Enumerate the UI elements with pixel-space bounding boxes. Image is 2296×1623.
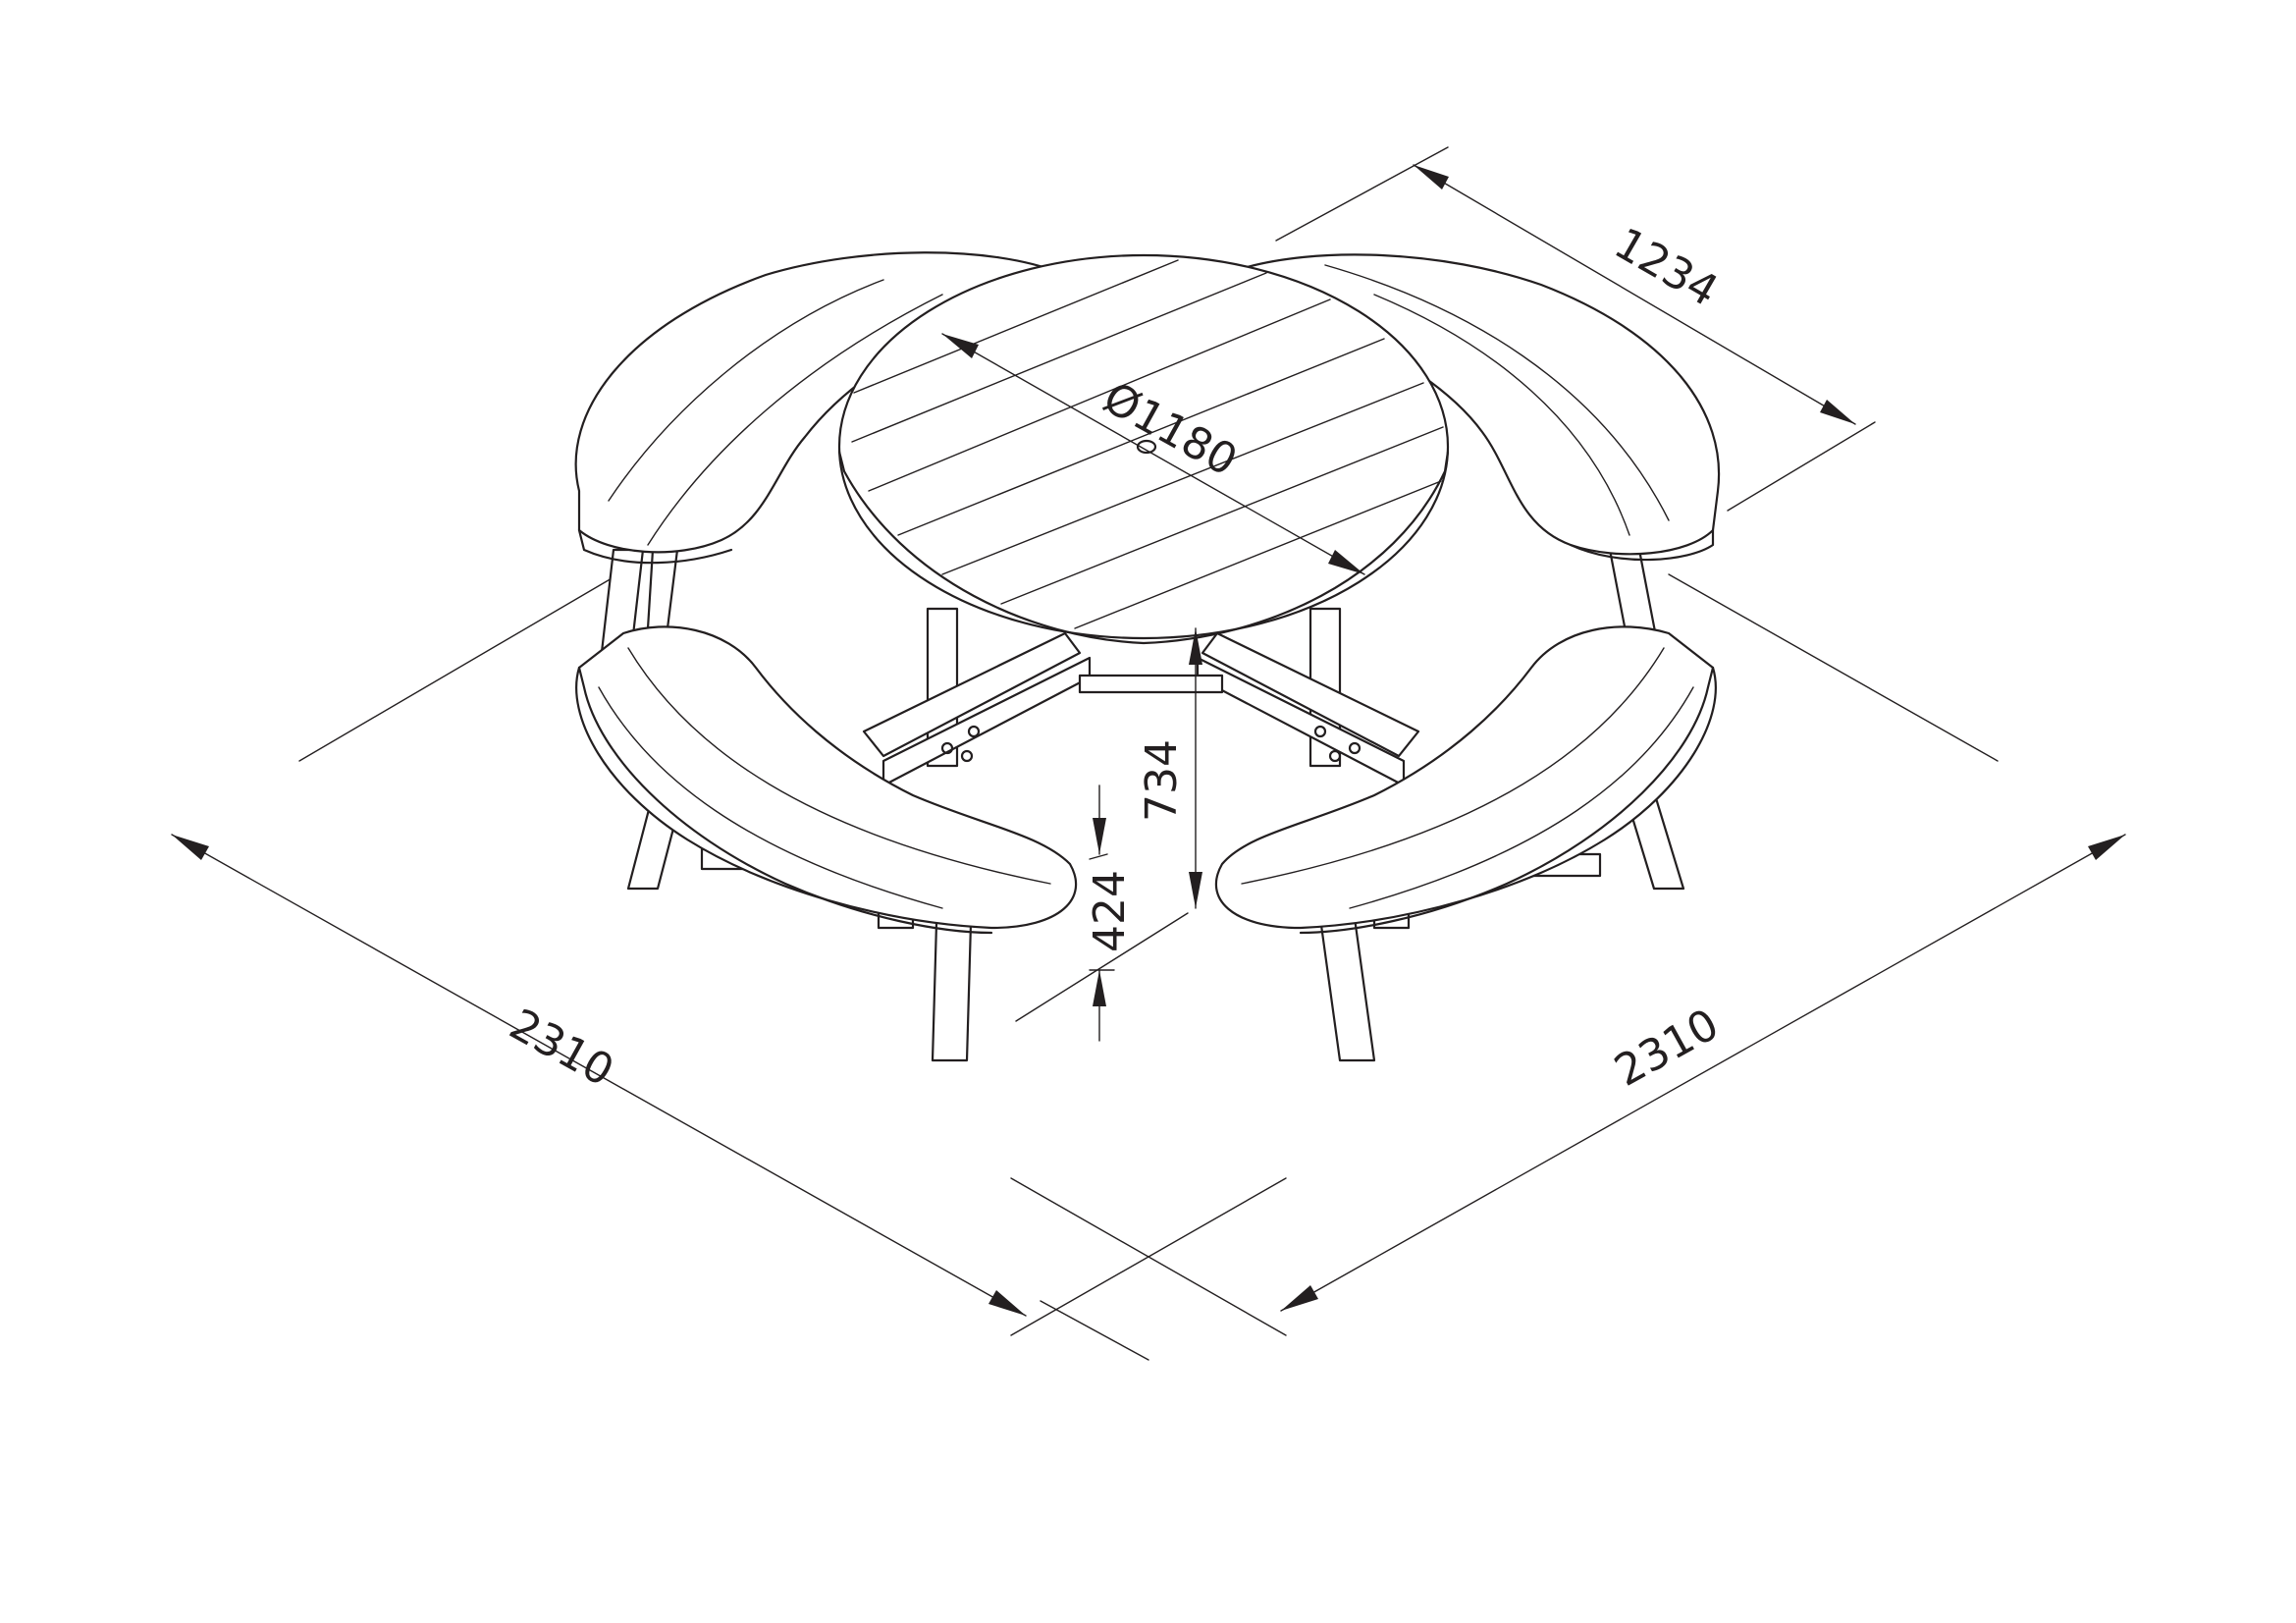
seat-board-line [1324, 264, 1670, 521]
cross-brace-left [862, 631, 1082, 758]
bench-edge [577, 528, 733, 565]
table-plank-line [853, 259, 1179, 394]
arrowhead [1093, 970, 1106, 1006]
dimension-line-1234 [1413, 164, 1856, 425]
dimension-line-diameter [941, 333, 1365, 575]
seat-board-line [1349, 686, 1694, 909]
bench-edge [1569, 528, 1715, 562]
dimension-line-left [171, 834, 1027, 1317]
table-top-surface [837, 253, 1450, 640]
table-plank-line [941, 382, 1424, 575]
bolt-hole [940, 741, 954, 755]
extension-line [298, 573, 619, 762]
dimension-label-424: 424 [1085, 870, 1135, 952]
height-dimensions: 734 424 [1015, 627, 1202, 1042]
bench-seat [1214, 625, 1717, 930]
arrowhead [172, 835, 209, 860]
leg-front-right-inner [1318, 916, 1376, 1062]
seat-board-line [598, 686, 943, 909]
extension-line [1727, 421, 1876, 512]
table-top-edge [837, 450, 1450, 645]
extension-line [1040, 1300, 1149, 1361]
extension-line [1668, 573, 1999, 762]
dimension-line-right [1280, 834, 2126, 1312]
cross-brace-right [1201, 631, 1420, 758]
arrowhead [988, 1290, 1026, 1316]
bolt-hole [1348, 741, 1362, 755]
arrowhead [1820, 400, 1855, 424]
extension-line [1010, 1177, 1287, 1336]
umbrella-hole [1136, 439, 1157, 455]
dimension-label-1234: 1234 [1606, 218, 1726, 316]
table-plank-line [1074, 480, 1442, 629]
bolt-hole [960, 749, 974, 763]
arrowhead [1189, 872, 1202, 908]
bolt-hole [967, 725, 981, 738]
seat-board-line [1241, 647, 1665, 885]
table-plank-line [868, 298, 1331, 492]
centre-bracket [1078, 674, 1224, 694]
dimension-label-734: 734 [1137, 739, 1187, 822]
arrowhead [2088, 835, 2125, 860]
round-table-top: Ø1180 [837, 253, 1450, 645]
bench-edge [1299, 666, 1715, 935]
bolt-hole [1313, 725, 1327, 738]
extension-line [1089, 853, 1108, 860]
seat-board-line [627, 647, 1051, 885]
bench-edge [577, 666, 993, 935]
bolt-hole [1328, 749, 1342, 763]
table-plank-line [1000, 426, 1444, 605]
seat-board-line [1373, 294, 1630, 536]
bench-seat [575, 625, 1078, 930]
arrowhead [1093, 818, 1106, 854]
bench-front-right [1214, 625, 1717, 935]
extension-line [1015, 912, 1189, 1022]
arrowhead [1189, 628, 1202, 665]
dimension-label-overall-left: 2310 [502, 1000, 622, 1097]
table-plank-line [897, 338, 1385, 536]
extension-line [1275, 146, 1449, 242]
arrowhead [1328, 550, 1364, 574]
arrowhead [942, 334, 979, 358]
seat-board-line [608, 279, 884, 502]
seat-board-line [647, 294, 943, 546]
arrowhead [1281, 1285, 1318, 1311]
bench-front-left [575, 625, 1078, 935]
table-plank-line [851, 272, 1267, 443]
dimension-label-overall-right: 2310 [1607, 1000, 1728, 1097]
arrowhead [1414, 165, 1449, 189]
